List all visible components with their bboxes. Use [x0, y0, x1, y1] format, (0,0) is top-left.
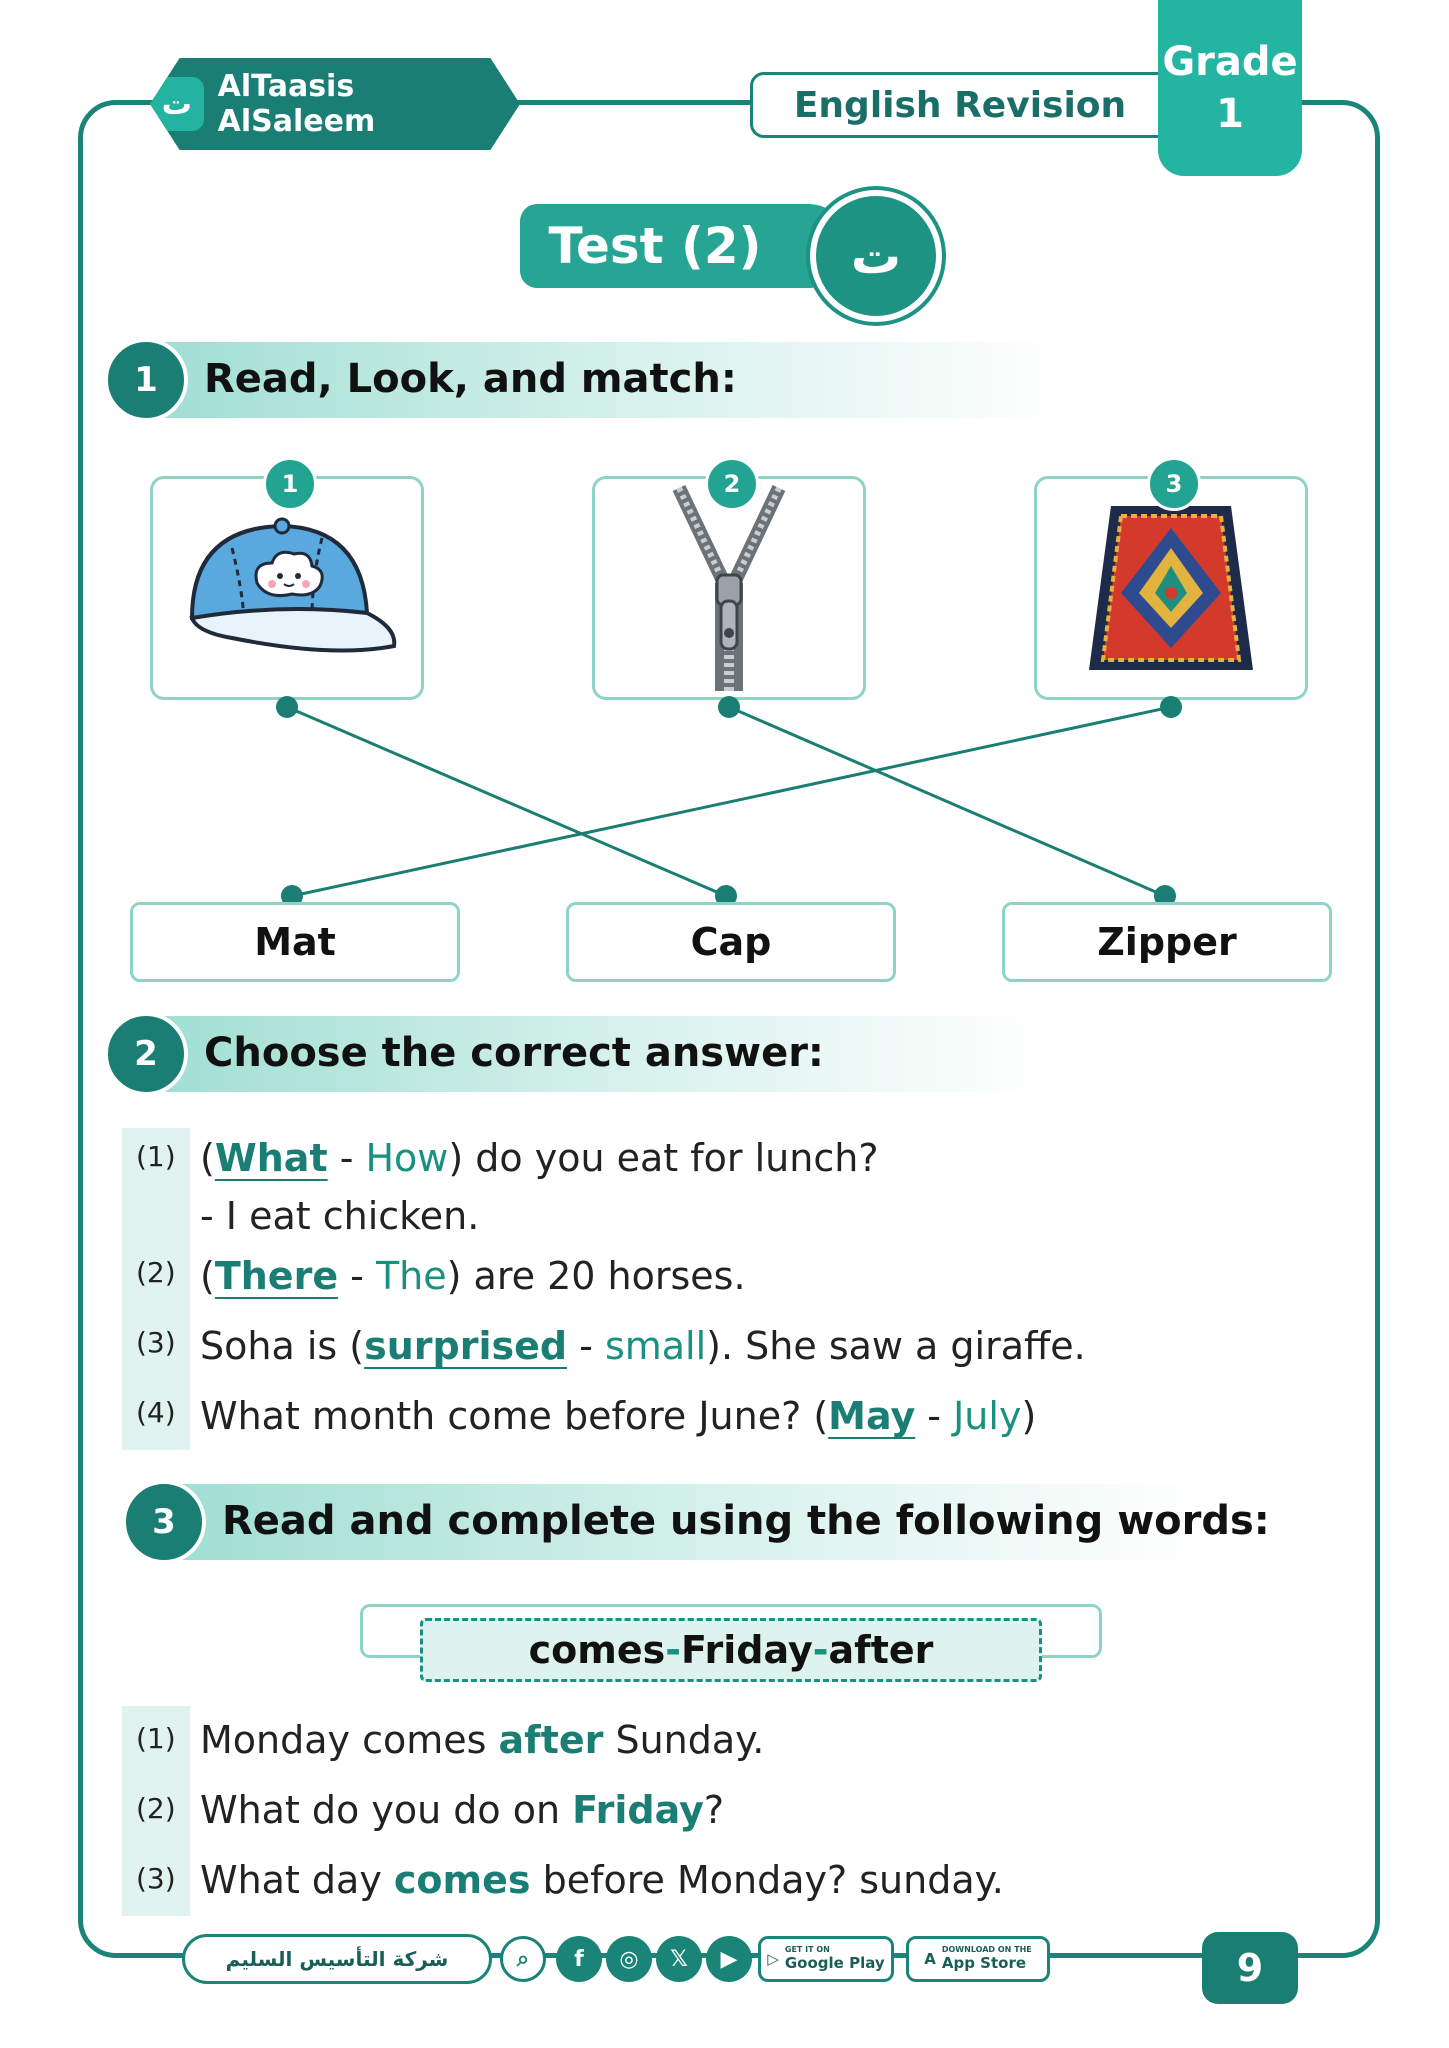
section-title: Read, Look, and match: [204, 356, 737, 402]
filled-word: after [498, 1718, 604, 1762]
match-dot[interactable] [281, 885, 303, 907]
youtube-icon[interactable]: ▶ [706, 1936, 752, 1982]
filled-word: comes [393, 1858, 531, 1902]
word-box-mat: Mat [130, 902, 460, 982]
brand-name: AlTaasis AlSaleem [217, 69, 376, 139]
cap-picture [189, 517, 397, 653]
instagram-icon[interactable]: ◎ [606, 1936, 652, 1982]
word-bank-item: after [828, 1628, 934, 1672]
brand-logo: ت AlTaasis AlSaleem [150, 58, 520, 150]
test-title-text: Test (2) [548, 217, 762, 275]
word-box-zipper: Zipper [1002, 902, 1332, 982]
filled-word: Friday [572, 1788, 704, 1832]
section-band [144, 342, 1064, 418]
facebook-icon[interactable]: f [556, 1936, 602, 1982]
sentence-2: What do you do on Friday? [200, 1788, 725, 1832]
grade-label: Grade [1162, 39, 1298, 85]
sentence-number: (3) [136, 1862, 176, 1895]
answer-choice: May [828, 1394, 916, 1438]
sentence-1: Monday comes after Sunday. [200, 1718, 765, 1762]
zipper-picture [672, 485, 786, 691]
card-number: 1 [263, 457, 317, 511]
question-4: What month come before June? (May - July… [200, 1394, 1037, 1438]
answer-choice: surprised [364, 1324, 568, 1368]
page-number: 9 [1202, 1932, 1298, 2004]
sentence-number: (2) [136, 1792, 176, 1825]
match-dot[interactable] [715, 885, 737, 907]
other-choice: July [953, 1394, 1022, 1438]
question-number: (4) [136, 1396, 176, 1429]
picture-card-2: 2 [592, 457, 866, 700]
test-badge-icon: ت [810, 190, 942, 322]
question-number: (3) [136, 1326, 176, 1359]
x-icon[interactable]: 𝕏 [656, 1936, 702, 1982]
question-number: (1) [136, 1140, 176, 1173]
answer-choice: What [214, 1136, 328, 1180]
question-1: (What - How) do you eat for lunch? [200, 1136, 879, 1180]
match-dot[interactable] [1160, 696, 1182, 718]
match-dot[interactable] [276, 696, 298, 718]
question-3: Soha is (surprised - small). She saw a g… [200, 1324, 1086, 1368]
section-title: Read and complete using the following wo… [222, 1498, 1270, 1544]
match-dot[interactable] [1154, 885, 1176, 907]
section-number: 1 [104, 338, 188, 422]
match-dot[interactable] [718, 696, 740, 718]
section-3-header: 3 Read and complete using the following … [122, 1480, 1270, 1564]
picture-card-3: 3 [1034, 457, 1308, 700]
word-box-cap: Cap [566, 902, 896, 982]
sentence-3: What day comes before Monday? sunday. [200, 1858, 1004, 1902]
grade-badge: Grade 1 [1158, 0, 1302, 176]
section-band [144, 1016, 1044, 1092]
other-choice: How [365, 1136, 449, 1180]
section-1-header: 1 Read, Look, and match: [104, 338, 1104, 422]
play-icon: ▷ [767, 1950, 779, 1968]
other-choice: The [375, 1254, 447, 1298]
card-number: 3 [1147, 457, 1201, 511]
picture-card-1: 1 [150, 457, 424, 700]
question-number-strip [122, 1128, 190, 1450]
section-band [162, 1484, 1202, 1560]
answer-choice: There [214, 1254, 339, 1298]
other-choice: small [604, 1324, 707, 1368]
grade-value: 1 [1216, 91, 1244, 137]
section-number: 3 [122, 1480, 206, 1564]
word-bank-item: comes [528, 1628, 666, 1672]
sentence-number: (1) [136, 1722, 176, 1755]
sentence-number-strip [122, 1706, 190, 1916]
revision-label: English Revision [750, 72, 1170, 138]
word-bank-item: Friday [681, 1628, 813, 1672]
section-2-header: 2 Choose the correct answer: [104, 1012, 1104, 1096]
test-title: Test (2) [520, 204, 850, 288]
word-bank: comes - Friday - after [420, 1618, 1042, 1682]
company-name-arabic: شركة التأسيس السليم [182, 1934, 492, 1984]
section-title: Choose the correct answer: [204, 1030, 824, 1076]
carpet-picture [1089, 506, 1253, 670]
google-play-button[interactable]: ▷ GET IT ON Google Play [758, 1936, 894, 1982]
app-store-icon: A [924, 1950, 936, 1968]
question-number: (2) [136, 1256, 176, 1289]
search-icon[interactable]: ⌕ [500, 1936, 546, 1982]
section-number: 2 [104, 1012, 188, 1096]
question-1-answer: - I eat chicken. [200, 1194, 480, 1238]
question-2: (There - The) are 20 horses. [200, 1254, 746, 1298]
card-number: 2 [705, 457, 759, 511]
app-store-button[interactable]: A DOWNLOAD ON THE App Store [906, 1936, 1050, 1982]
